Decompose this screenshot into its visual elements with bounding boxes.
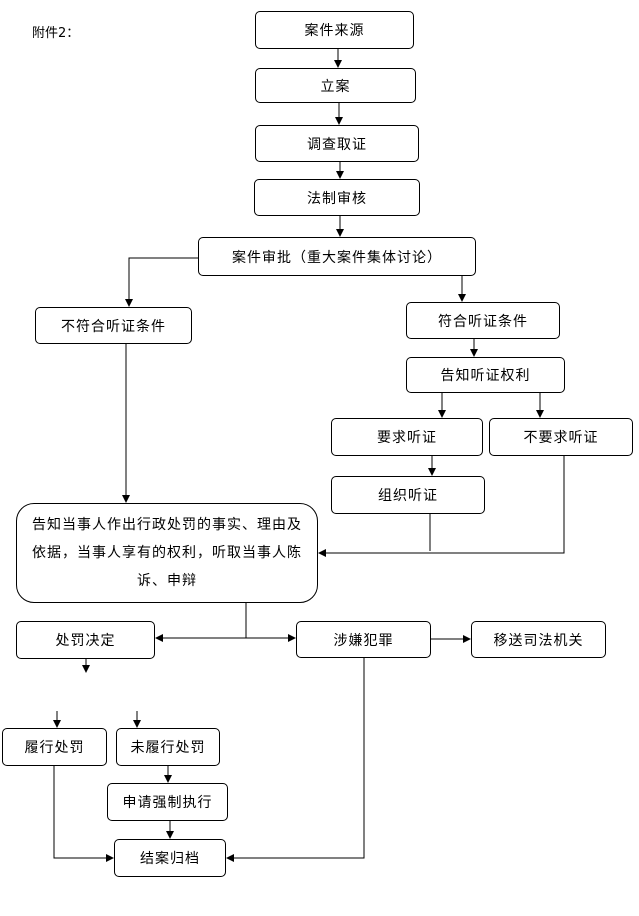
- node-legal-review: 法制审核: [254, 179, 420, 216]
- node-case-source: 案件来源: [255, 11, 414, 49]
- node-transfer-judicial: 移送司法机关: [471, 621, 606, 658]
- node-investigation: 调查取证: [255, 125, 419, 162]
- attachment-caption: 附件2：: [32, 26, 80, 41]
- node-meet-hearing: 符合听证条件: [406, 302, 560, 339]
- node-perform-penalty: 履行处罚: [2, 728, 107, 766]
- node-filing: 立案: [255, 68, 416, 103]
- node-close-case: 结案归档: [114, 839, 226, 877]
- node-inform-party: 告知当事人作出行政处罚的事实、理由及依据，当事人享有的权利，听取当事人陈诉、申辩: [16, 503, 318, 603]
- node-penalty-decision: 处罚决定: [16, 621, 155, 659]
- node-organize-hearing: 组织听证: [331, 476, 485, 514]
- arrow-perform-to-close: [53, 766, 114, 862]
- node-apply-enforcement: 申请强制执行: [107, 783, 228, 821]
- node-suspected-crime: 涉嫌犯罪: [296, 621, 431, 658]
- arrow-crime-to-close: [226, 658, 365, 862]
- node-notify-hearing-rights: 告知听证权利: [406, 357, 565, 393]
- arrow-approval-to-not-meet: [125, 257, 198, 307]
- node-request-hearing: 要求听证: [331, 418, 483, 456]
- node-no-request-hearing: 不要求听证: [489, 418, 633, 456]
- node-approval: 案件审批（重大案件集体讨论）: [198, 237, 476, 276]
- arrow-no-request-to-inform: [318, 456, 565, 557]
- node-not-meet-hearing: 不符合听证条件: [35, 307, 192, 344]
- node-not-perform-penalty: 未履行处罚: [116, 728, 220, 766]
